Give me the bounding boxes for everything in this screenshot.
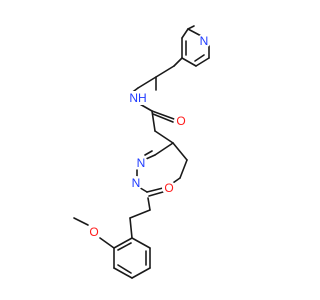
atom-labels: N NH O N N O O <box>87 34 211 239</box>
bond <box>187 25 195 30</box>
bond <box>129 209 151 219</box>
atom-label-n: N <box>200 34 209 48</box>
bond <box>155 65 175 78</box>
amide-nitrogen: NH <box>127 91 147 105</box>
bond <box>144 150 153 156</box>
bond <box>194 54 205 62</box>
atom-label-n: N <box>137 156 146 170</box>
bond <box>151 110 175 120</box>
molecule-structure: N NH O N N O O <box>73 25 211 279</box>
bond <box>73 217 89 226</box>
oxadiazole-nitrogen-4: N <box>129 176 143 190</box>
bond <box>154 130 174 144</box>
bonds <box>73 25 210 279</box>
atom-label-o: O <box>176 114 185 128</box>
oxadiazole-oxygen: O <box>162 181 176 195</box>
bond <box>172 142 188 161</box>
bond <box>195 57 210 67</box>
bond <box>113 237 133 249</box>
atom-label-o: O <box>89 225 98 239</box>
bond <box>152 113 174 123</box>
bond <box>145 154 156 160</box>
pyridine-nitrogen: N <box>197 34 211 48</box>
bond <box>154 142 174 156</box>
bond <box>148 191 164 197</box>
atom-label-n: N <box>132 176 141 190</box>
bond <box>99 237 115 249</box>
bond <box>137 76 157 89</box>
bond <box>146 187 164 193</box>
bond <box>113 267 133 279</box>
bond <box>151 110 156 132</box>
bond <box>181 28 189 39</box>
bond <box>173 57 183 67</box>
bond <box>131 237 151 249</box>
bond <box>117 242 132 251</box>
bond <box>129 217 133 239</box>
bond <box>117 264 132 274</box>
oxadiazole-nitrogen-3: N <box>134 156 148 170</box>
bond <box>131 267 151 279</box>
bond <box>181 57 197 67</box>
amide-oxygen: O <box>174 114 188 128</box>
atom-label-o: O <box>164 181 173 195</box>
bond <box>147 197 151 211</box>
bond <box>179 159 188 179</box>
methoxy-oxygen: O <box>87 225 101 239</box>
atom-label-nh: NH <box>129 91 146 105</box>
